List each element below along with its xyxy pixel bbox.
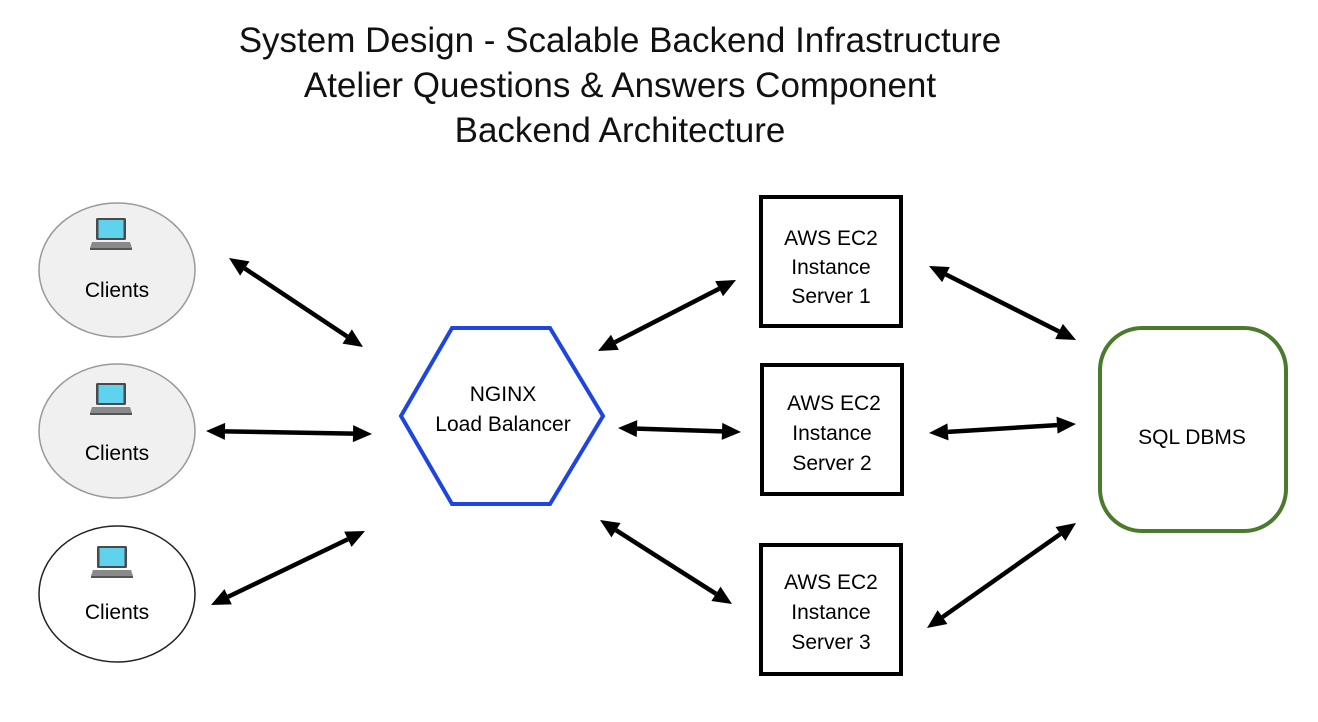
server-node-3: AWS EC2 Instance Server 3 [759, 543, 903, 676]
arrow-client2-loadbalancer [224, 429, 354, 436]
arrow-loadbalancer-server2-head-end [721, 422, 741, 440]
arrow-client1-loadbalancer [243, 266, 349, 339]
arrow-server3-database [941, 532, 1062, 619]
server-node-3-line-1: AWS EC2 [784, 571, 878, 594]
title-line-2: Atelier Questions & Answers Component [303, 66, 937, 105]
arrow-loadbalancer-server1-head-start [598, 334, 619, 351]
load-balancer-label-line-1: NGINX [470, 383, 537, 406]
server-node-1-line-2: Instance [791, 256, 870, 279]
arrow-client2-loadbalancer-head-start [206, 422, 226, 440]
arrow-server2-database-head-start [929, 423, 949, 441]
laptop-icon [90, 218, 132, 250]
arrow-server2-database [947, 422, 1058, 435]
database-node: SQL DBMS [1098, 326, 1288, 533]
arrow-loadbalancer-server2 [636, 426, 723, 434]
arrow-server2-database-head-end [1056, 416, 1076, 434]
server-node-3-line-3: Server 3 [791, 631, 870, 654]
laptop-icon [91, 546, 133, 578]
arrow-server1-database-head-end [1055, 323, 1076, 340]
server-node-1-line-1: AWS EC2 [784, 227, 878, 250]
load-balancer-node: NGINX Load Balancer [398, 326, 606, 506]
database-box [1098, 326, 1288, 533]
load-balancer-hexagon [398, 326, 606, 506]
title-line-3: Backend Architecture [454, 111, 786, 150]
arrow-server1-database [944, 272, 1061, 334]
server-node-3-box [759, 543, 903, 676]
server-node-2-line-1: AWS EC2 [787, 392, 881, 415]
client-node-2: Clients [38, 363, 196, 499]
arrow-server1-database-head-start [929, 266, 950, 283]
arrow-client2-loadbalancer-head-end [352, 425, 372, 443]
arrow-client3-loadbalancer-head-start [211, 589, 232, 605]
server-node-2-box [760, 363, 904, 496]
server-node-3-line-2: Instance [791, 601, 870, 624]
server-node-2-line-2: Instance [792, 422, 871, 445]
client-node-1: Clients [38, 202, 196, 338]
load-balancer-label-line-2: Load Balancer [435, 413, 570, 436]
client-node-3-label: Clients [85, 601, 149, 624]
arrow-loadbalancer-server1 [613, 286, 721, 345]
arrow-loadbalancer-server1-head-end [715, 280, 736, 297]
client-node-1-label: Clients [85, 279, 149, 302]
arrow-server3-database-head-start [927, 610, 948, 628]
arrow-client1-loadbalancer-head-start [229, 258, 250, 276]
arrow-loadbalancer-server3-head-start [600, 520, 621, 538]
server-node-1: AWS EC2 Instance Server 1 [759, 195, 903, 328]
arrow-client3-loadbalancer [227, 537, 349, 599]
title-line-1: System Design - Scalable Backend Infrast… [238, 21, 1002, 60]
server-node-1-box [759, 195, 903, 328]
connector-arrows [206, 258, 1076, 628]
client-node-2-ellipse [38, 363, 196, 499]
client-node-3-ellipse [38, 525, 196, 663]
arrow-loadbalancer-server3 [614, 528, 718, 596]
arrow-client3-loadbalancer-head-end [344, 531, 365, 547]
diagram-title: System Design - Scalable Backend Infrast… [0, 18, 1240, 153]
server-node-1-line-3: Server 1 [791, 285, 870, 308]
arrow-loadbalancer-server2-head-start [618, 420, 638, 438]
server-node-2: AWS EC2 Instance Server 2 [760, 363, 904, 496]
arrow-server3-database-head-end [1055, 523, 1076, 541]
server-node-2-line-3: Server 2 [792, 452, 871, 475]
client-node-3: Clients [38, 525, 196, 663]
client-node-1-ellipse [38, 202, 196, 338]
arrow-client1-loadbalancer-head-end [342, 329, 363, 347]
laptop-icon [90, 383, 132, 415]
arrow-loadbalancer-server3-head-end [711, 586, 732, 604]
client-node-2-label: Clients [85, 442, 149, 465]
database-label: SQL DBMS [1138, 426, 1246, 449]
